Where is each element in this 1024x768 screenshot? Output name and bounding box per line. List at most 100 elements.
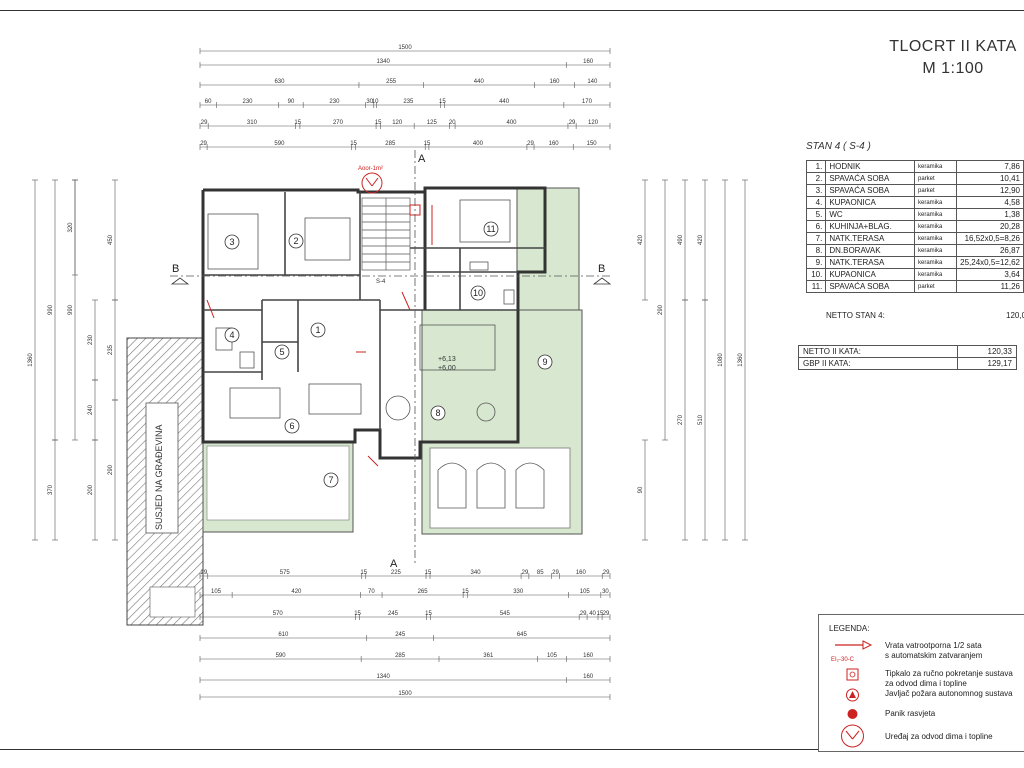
room-name-cell: KUHINJA+BLAG. [825,220,915,233]
dimension-label: 120 [588,120,599,126]
dimension-label: 160 [583,674,594,680]
dimension-label: 120 [392,120,403,126]
dimension-label: 30 [602,589,609,595]
room-name-cell: SPAVAĆA SOBA [825,280,915,293]
dimension-label: 150 [587,141,598,147]
room-floor-cell: parket [913,280,958,293]
dimension-label: 15 [462,589,469,595]
legend-item-fire-door: Vrata vatrootporna 1/2 sata s automatski… [885,641,982,661]
dimension-label: 170 [582,99,593,105]
dimension-label: 270 [678,414,684,425]
room-floor-cell: keramika [913,256,958,269]
dimension-label: 285 [395,653,406,659]
dimension-label: 15 [439,99,446,105]
neighbor-label: SUSJED NA GRAĐEVINA [154,424,164,530]
dimension-label: 440 [474,79,485,85]
room-name-cell: KUPAONICA [825,196,915,209]
dimension-label: 570 [273,611,284,617]
room-floor-cell: parket [913,172,958,185]
dimension-label: 230 [88,334,94,345]
section-b-right: B [598,263,605,275]
room-name-cell: NATK.TERASA [825,232,915,245]
dimension-label: 240 [88,404,94,415]
room-floor-cell: keramika [913,208,958,221]
legend-text: s automatskim zatvaranjem [885,651,983,660]
dimension-label: 105 [580,589,591,595]
neighbor-label-box [145,402,179,534]
dimension-label: 330 [513,589,524,595]
room-floor-cell: parket [913,184,958,197]
section-markers: A A B B [170,150,612,570]
sun-loungers [437,462,545,509]
dimension-label: 90 [288,99,295,105]
legend-item-fire-detector: Javljač požara autonomnog sustava [885,689,1013,699]
room-num-cell: 3. [805,184,827,197]
room-floor-cell: keramika [913,196,958,209]
dimension-label: 290 [108,464,114,475]
interior-walls [203,192,545,430]
dimension-label: 1340 [376,59,390,65]
fire-door-code: EI₂-30-C [831,657,855,663]
level-label-1: +6,13 [438,356,456,363]
dimension-label: 15 [597,611,604,617]
dimension-label: 29 [569,120,576,126]
room-area-cell: 7,86 [956,160,1024,173]
dimension-label: 105 [547,653,558,659]
room-name-cell: KUPAONICA [825,268,915,281]
dimension-label: 645 [517,632,528,638]
dimension-label: 29 [200,141,207,147]
manual-button-icon [846,668,859,681]
room-3-number: 3 [229,237,234,247]
room-area-cell: 4,58 [956,196,1024,209]
dimension-label: 440 [499,99,510,105]
dimension-label: 15 [354,611,361,617]
fire-detector-icon [846,688,859,702]
room-area-cell: 26,87 [956,244,1024,257]
room-floor-cell: keramika [913,220,958,233]
room-num-cell: 9. [805,256,827,269]
furniture [207,199,515,422]
dimension-label: 200 [88,484,94,495]
dimension-label: 490 [678,234,684,245]
area-note: Aoor-1m² [358,166,383,172]
dimension-label: 15 [425,570,432,576]
dimension-label: 320 [68,222,74,233]
dimension-label: 70 [368,589,375,595]
drawing-title: TLOCRT II KATA M 1:100 [868,36,1024,80]
dimension-label: 105 [211,589,222,595]
dimension-label: 85 [537,570,544,576]
dimension-label: 1500 [398,45,412,51]
legend-title: LEGENDA: [829,624,870,633]
dimension-label: 10 [372,99,379,105]
dimension-label: 610 [278,632,289,638]
section-a-top: A [418,153,426,165]
dimension-label: 15 [360,570,367,576]
room-num-cell: 5. [805,208,827,221]
room-floor-cell: keramika [913,244,958,257]
room-num-cell: 4. [805,196,827,209]
dimension-label: 590 [276,653,287,659]
dimension-label: 1340 [376,674,390,680]
dimension-label: 29 [580,611,587,617]
netto-stan-row: NETTO STAN 4: 120,07 [826,311,1024,320]
dimension-label: 29 [201,570,208,576]
fire-safety-marks [206,172,433,467]
room-num-cell: 10. [805,268,827,281]
dimension-label: 29 [527,141,534,147]
drawing-title-line1: TLOCRT II KATA [889,38,1017,55]
room-area-cell: 3,64 [956,268,1024,281]
fire-door-icon [835,640,873,650]
legend-item-panic-light: Panik rasvjeta [885,709,935,719]
dimension-label: 29 [552,570,559,576]
dimension-label: 30 [366,99,373,105]
dimension-label: 29 [522,570,529,576]
dimension-label: 60 [205,99,212,105]
room-2-number: 2 [293,236,298,246]
